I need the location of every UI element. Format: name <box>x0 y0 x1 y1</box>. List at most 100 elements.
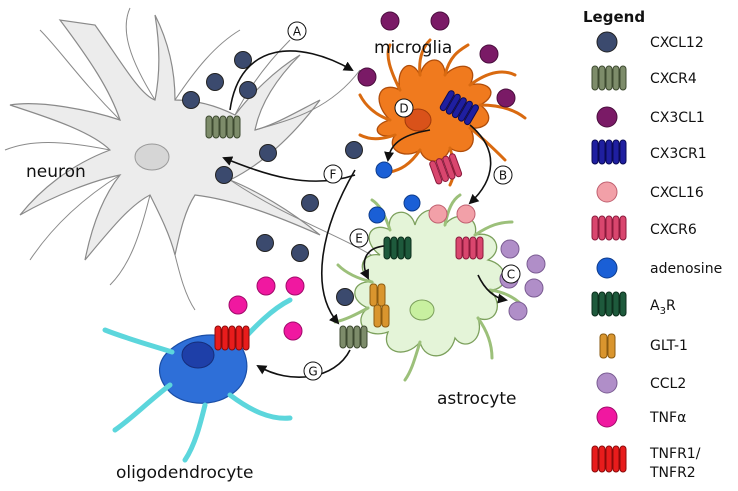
cxcl12-molecule <box>206 73 224 91</box>
neuron-cell <box>4 7 381 311</box>
ccl2-molecule <box>526 254 546 274</box>
legend-cxcr6: CXCR6 <box>650 222 697 238</box>
cxcl16-legend-icon <box>596 181 618 203</box>
cxcl12-molecule <box>234 51 252 69</box>
tnfr-legend-icon <box>591 445 627 473</box>
cxcl12-molecule <box>259 144 277 162</box>
cx3cl1-molecule <box>430 11 450 31</box>
cxcr6-receptor-astrocyte <box>455 236 484 260</box>
legend-tnfr-line1: TNFR1/ <box>649 446 701 462</box>
astrocyte-cell <box>333 193 524 382</box>
legend-cx3cr1: CX3CR1 <box>650 146 707 162</box>
tnfa-molecules <box>228 276 305 341</box>
neuron-nucleus <box>134 143 170 171</box>
microglia-body <box>376 59 492 162</box>
legend-glt1: GLT-1 <box>650 338 688 354</box>
arrow-f2 <box>321 169 356 325</box>
cxcr6-receptor-microglia <box>429 153 463 185</box>
legend-cxcr4: CXCR4 <box>650 71 697 87</box>
cxcl16-molecule <box>428 204 448 224</box>
cx3cl1-molecule <box>496 88 516 108</box>
neuron-body <box>9 14 321 261</box>
cxcl12-molecule <box>215 166 233 184</box>
astrocyte-label: astrocyte <box>437 389 517 409</box>
astrocyte-nucleus <box>409 299 435 321</box>
legend: Legend CXCL12 CXCR4 CX3CL1 CX3CR1 CXCL16 <box>583 8 722 481</box>
cx3cl1-molecule <box>479 44 499 64</box>
cxcl12-molecules <box>182 51 363 306</box>
microglia-label: microglia <box>374 38 452 58</box>
arrow-d <box>384 129 431 162</box>
cx3cl1-molecule <box>380 11 400 31</box>
adenosine-molecule <box>403 194 421 212</box>
ccl2-legend-icon <box>596 372 618 394</box>
microglia-nucleus <box>404 108 432 132</box>
microglia-cell <box>358 38 527 187</box>
legend-tnfr-line2: TNFR2 <box>649 465 696 481</box>
svg-text:C: C <box>507 268 515 282</box>
a3r-legend-icon <box>591 291 627 317</box>
cxcr4-legend-icon <box>591 65 627 91</box>
cx3cr1-receptor-microglia <box>439 90 479 126</box>
tnfa-molecule <box>285 276 305 296</box>
tnfa-molecule <box>228 295 248 315</box>
cxcr6-legend-icon <box>591 215 627 241</box>
cxcl12-molecule <box>336 288 354 306</box>
ccl2-molecule <box>524 278 544 298</box>
tnfa-legend-icon <box>596 406 618 428</box>
step-badge-a: A <box>287 21 307 41</box>
step-badge-c: C <box>501 264 521 284</box>
arrow-e <box>359 245 385 280</box>
cxcl12-molecule <box>239 81 257 99</box>
adenosine-legend-icon <box>596 257 618 279</box>
neuron-label: neuron <box>26 162 86 182</box>
legend-ccl2: CCL2 <box>650 376 686 392</box>
step-badge-e: E <box>349 228 369 248</box>
tnfa-molecule <box>283 321 303 341</box>
legend-title: Legend <box>583 8 645 26</box>
cx3cl1-molecule <box>357 67 377 87</box>
cxcl12-molecule <box>345 141 363 159</box>
adenosine-molecule <box>375 161 393 179</box>
a3r-receptor-astrocyte <box>383 236 412 260</box>
legend-cxcl12: CXCL12 <box>650 35 704 51</box>
arrow-b <box>468 124 492 205</box>
cx3cl1-legend-icon <box>596 106 618 128</box>
svg-text:F: F <box>330 168 337 182</box>
cx3cl1-molecules <box>357 11 516 108</box>
svg-text:G: G <box>308 365 317 379</box>
tnfa-molecule <box>256 276 276 296</box>
oligodendrocyte-label: oligodendrocyte <box>116 463 253 483</box>
svg-text:A: A <box>293 25 302 39</box>
cxcr4-receptor-neuron <box>205 115 241 139</box>
arrow-a <box>229 50 354 111</box>
legend-cxcl16: CXCL16 <box>650 185 704 201</box>
arrow-c <box>477 274 508 304</box>
legend-adenosine: adenosine <box>650 261 722 277</box>
legend-cx3cl1: CX3CL1 <box>650 110 705 126</box>
cxcl12-molecule <box>182 91 200 109</box>
glt1-legend-icon <box>599 333 616 359</box>
cxcr4-receptor-astrocyte <box>339 325 368 349</box>
svg-text:B: B <box>499 169 507 183</box>
neuron-dendrites <box>4 7 381 311</box>
legend-a3r: A3R <box>650 298 676 317</box>
cxcl12-molecule <box>256 234 274 252</box>
glt1-transporters-astrocyte <box>369 283 390 328</box>
step-badge-g: G <box>303 361 323 381</box>
cxcl12-molecule <box>291 244 309 262</box>
legend-tnfa: TNFα <box>649 410 686 426</box>
ccl2-molecule <box>500 239 520 259</box>
tnfr-receptor-oligodendrocyte <box>214 325 250 351</box>
svg-text:D: D <box>399 102 408 116</box>
oligodendrocyte-cell <box>102 297 293 463</box>
step-badge-d: D <box>394 98 414 118</box>
cxcl12-molecule <box>301 194 319 212</box>
cxcl16-molecules <box>428 204 476 224</box>
svg-text:E: E <box>355 232 363 246</box>
cxcl12-legend-icon <box>596 31 618 53</box>
adenosine-molecules <box>368 161 421 224</box>
adenosine-molecule <box>368 206 386 224</box>
